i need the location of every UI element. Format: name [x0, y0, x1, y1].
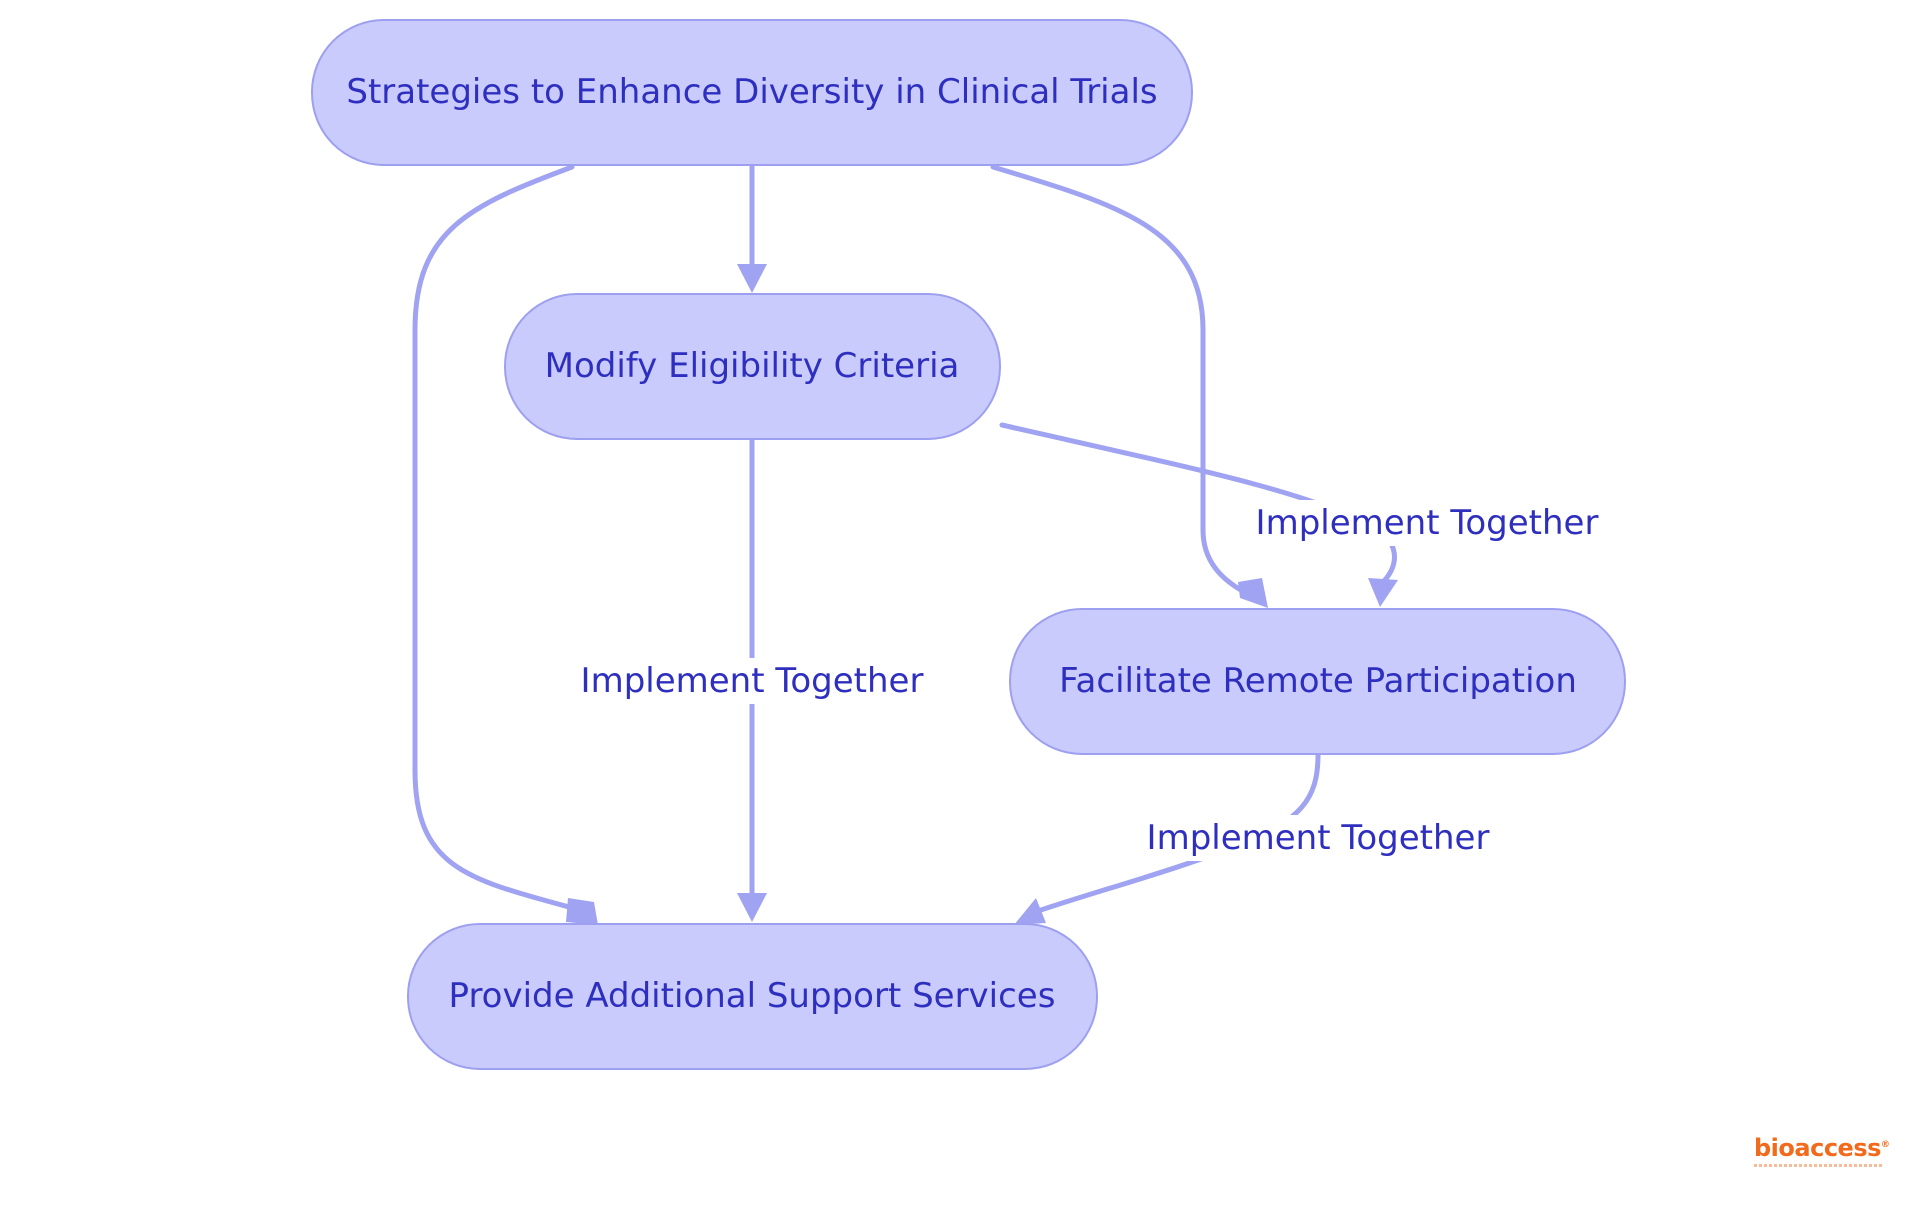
edge-label-eligibility-remote: Implement Together [1256, 503, 1599, 543]
arrowhead-support-right [1014, 898, 1046, 925]
arrowhead-remote-left [1238, 578, 1268, 608]
brand-tagline-decoration [1754, 1164, 1882, 1167]
node-support: Provide Additional Support Services [407, 923, 1098, 1070]
edge-root-to-remote [990, 164, 1253, 598]
brand-name: bioaccess® [1754, 1134, 1890, 1162]
edge-label-eligibility-support: Implement Together [581, 661, 924, 701]
node-support-label: Provide Additional Support Services [449, 976, 1056, 1016]
arrowhead-eligibility [737, 264, 767, 293]
bioaccess-logo: bioaccess® [1754, 1132, 1890, 1167]
edge-labels: Implement Together Implement Together Im… [580, 500, 1600, 861]
arrowhead-support-left [566, 898, 598, 925]
node-root: Strategies to Enhance Diversity in Clini… [311, 19, 1193, 166]
node-remote: Facilitate Remote Participation [1009, 608, 1626, 755]
node-eligibility-label: Modify Eligibility Criteria [545, 346, 960, 386]
edge-label-remote-support: Implement Together [1147, 818, 1490, 858]
node-remote-label: Facilitate Remote Participation [1059, 661, 1577, 701]
edge-root-to-support [412, 164, 583, 913]
arrowhead-support-center [737, 893, 767, 922]
edges [412, 164, 1398, 925]
node-root-label: Strategies to Enhance Diversity in Clini… [346, 72, 1157, 112]
arrowhead-remote-right [1368, 578, 1398, 607]
node-eligibility: Modify Eligibility Criteria [504, 293, 1001, 440]
